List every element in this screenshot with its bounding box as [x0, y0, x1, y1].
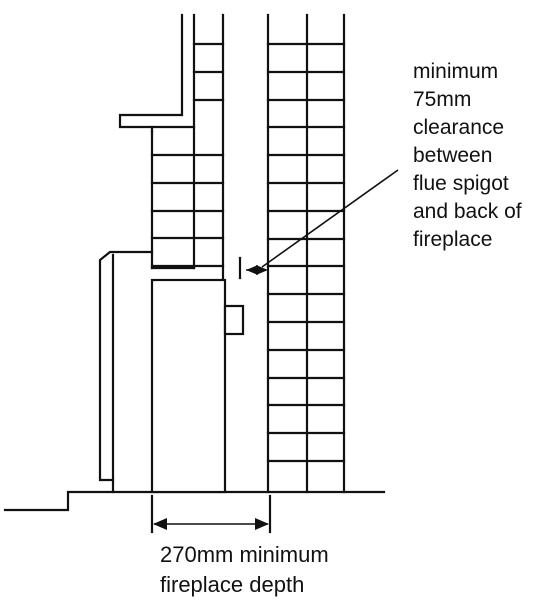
back-brick-wall [266, 13, 346, 494]
clearance-label-line: between [413, 144, 493, 167]
clearance-label: minimum 75mm clearance between flue spig… [413, 58, 522, 254]
clearance-label-line: clearance [413, 116, 505, 139]
floor-line [3, 490, 386, 512]
depth-dimension [150, 494, 272, 534]
clearance-label-line: flue spigot [413, 172, 509, 195]
clearance-label-line: and back of [413, 200, 522, 223]
clearance-label-line: minimum [413, 60, 499, 83]
clearance-leader-arrow [246, 169, 399, 275]
depth-label-line: 270mm minimum [160, 542, 329, 567]
depth-label-line: fireplace depth [160, 572, 305, 597]
appliance-body [150, 278, 227, 494]
mantel-shelf [118, 13, 196, 134]
flue-spigot [223, 304, 245, 336]
clearance-label-line: fireplace [413, 228, 493, 251]
clearance-label-line: 75mm [413, 88, 472, 111]
front-brick-pier [150, 13, 225, 282]
appliance-front-casing [98, 250, 154, 494]
depth-label: 270mm minimum fireplace depth [160, 540, 329, 600]
